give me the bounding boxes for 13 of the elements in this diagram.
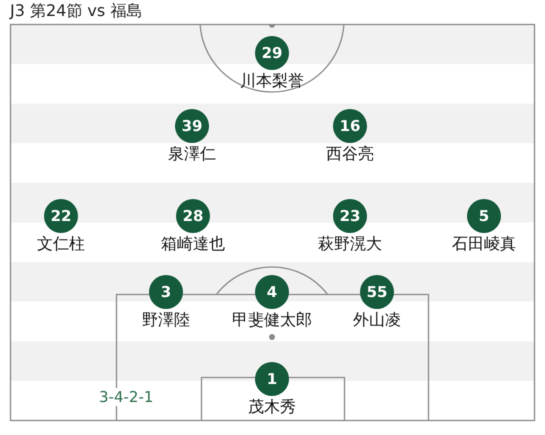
player-name: 石田崚真 bbox=[452, 234, 516, 254]
player-name: 箱崎達也 bbox=[161, 234, 225, 254]
player-name: 外山凌 bbox=[353, 310, 401, 330]
player-name: 萩野滉大 bbox=[318, 234, 382, 254]
player-name: 泉澤仁 bbox=[168, 144, 216, 164]
player-name: 文仁柱 bbox=[37, 234, 85, 254]
formation-label: 3-4-2-1 bbox=[97, 388, 156, 406]
match-title: J3 第24節 vs 福島 bbox=[10, 1, 142, 21]
player-name: 野澤陸 bbox=[142, 310, 190, 330]
player-name: 西谷亮 bbox=[326, 144, 374, 164]
player-name: 甲斐健太郎 bbox=[232, 310, 312, 330]
player-name: 川本梨誉 bbox=[240, 71, 304, 91]
player-name: 茂木秀 bbox=[248, 397, 296, 417]
